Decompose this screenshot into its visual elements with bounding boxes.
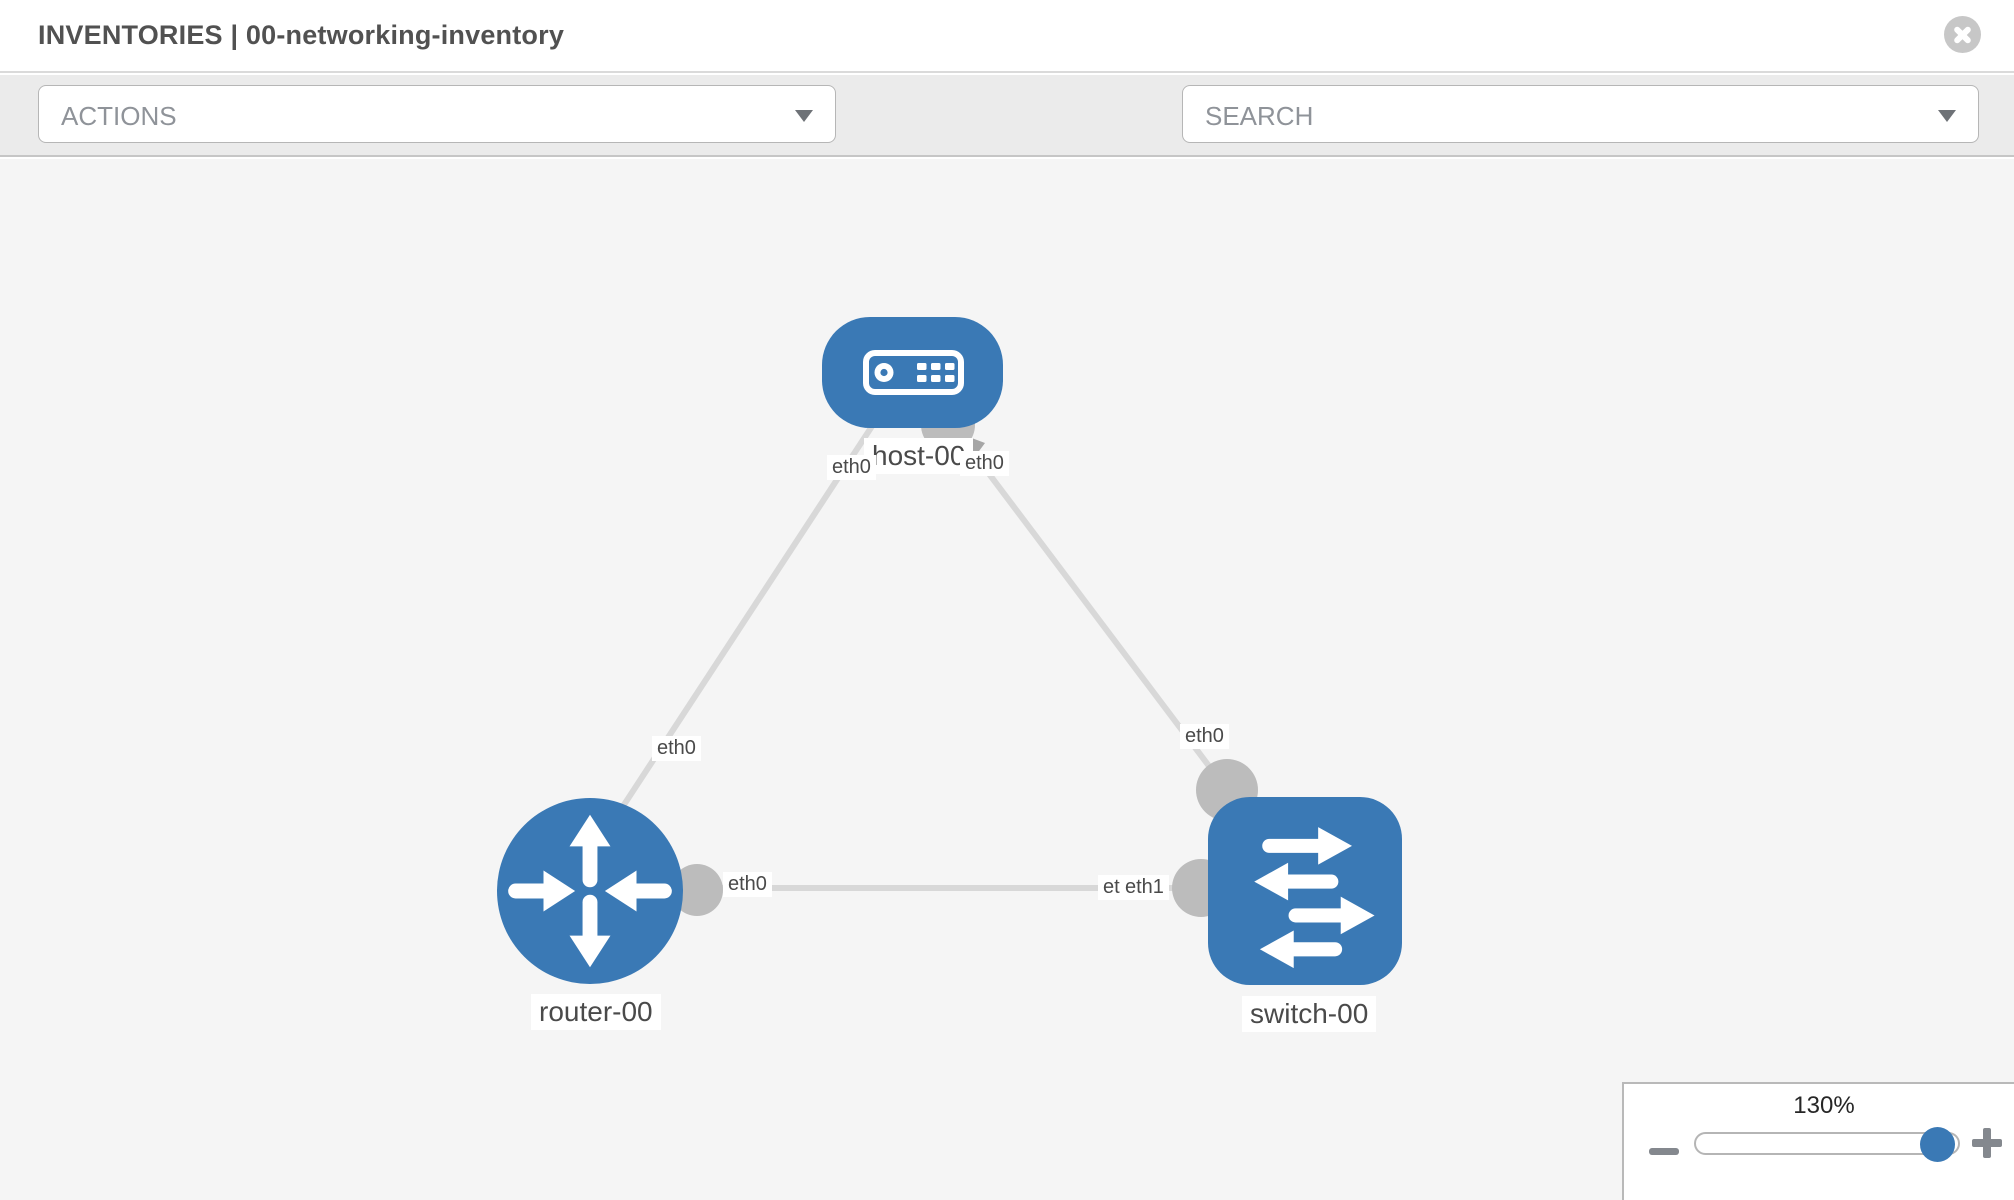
actions-dropdown-label: ACTIONS: [61, 101, 177, 131]
host-icon: [863, 350, 964, 395]
port-label: eth0: [652, 736, 701, 761]
actions-dropdown[interactable]: ACTIONS: [38, 85, 836, 143]
page-title: INVENTORIES | 00-networking-inventory: [38, 20, 565, 50]
zoom-slider-handle[interactable]: [1920, 1127, 1955, 1162]
chevron-down-icon: [1938, 110, 1956, 122]
interface-dot-router-right[interactable]: [671, 864, 723, 916]
zoom-in-button[interactable]: [1969, 1124, 2005, 1160]
port-label: eth0: [723, 872, 772, 897]
port-label: eth1: [1120, 875, 1169, 900]
link-layer: [592, 398, 1258, 917]
node-host-00[interactable]: [822, 317, 1003, 428]
zoom-out-button[interactable]: [1647, 1136, 1681, 1166]
chevron-down-icon: [795, 110, 813, 122]
toolbar: ACTIONS SEARCH: [0, 75, 2014, 206]
minus-icon: [1649, 1148, 1679, 1155]
topology-canvas[interactable]: [0, 159, 2014, 1200]
search-dropdown-label: SEARCH: [1205, 101, 1314, 131]
port-label: eth0: [960, 451, 1009, 476]
search-dropdown[interactable]: SEARCH: [1182, 85, 1979, 143]
switch-icon: [1254, 827, 1375, 969]
zoom-level-readout: 130%: [1793, 1092, 1855, 1119]
zoom-slider[interactable]: [1694, 1127, 1960, 1162]
header-bar: INVENTORIES | 00-networking-inventory: [0, 0, 2014, 73]
port-label: eth0: [827, 455, 876, 480]
plus-icon: [1983, 1128, 1991, 1158]
node-label-router: router-00: [531, 994, 661, 1030]
link-host-router[interactable]: [592, 412, 883, 851]
node-switch-00[interactable]: [1208, 797, 1402, 985]
close-icon[interactable]: [1944, 16, 1981, 53]
router-icon: [508, 814, 672, 968]
port-label: eth0: [1180, 724, 1229, 749]
zoom-panel: 130%: [1622, 1082, 2014, 1200]
node-label-switch: switch-00: [1242, 996, 1377, 1032]
node-router-00[interactable]: [497, 798, 683, 984]
node-label-host: host-00: [864, 438, 974, 474]
